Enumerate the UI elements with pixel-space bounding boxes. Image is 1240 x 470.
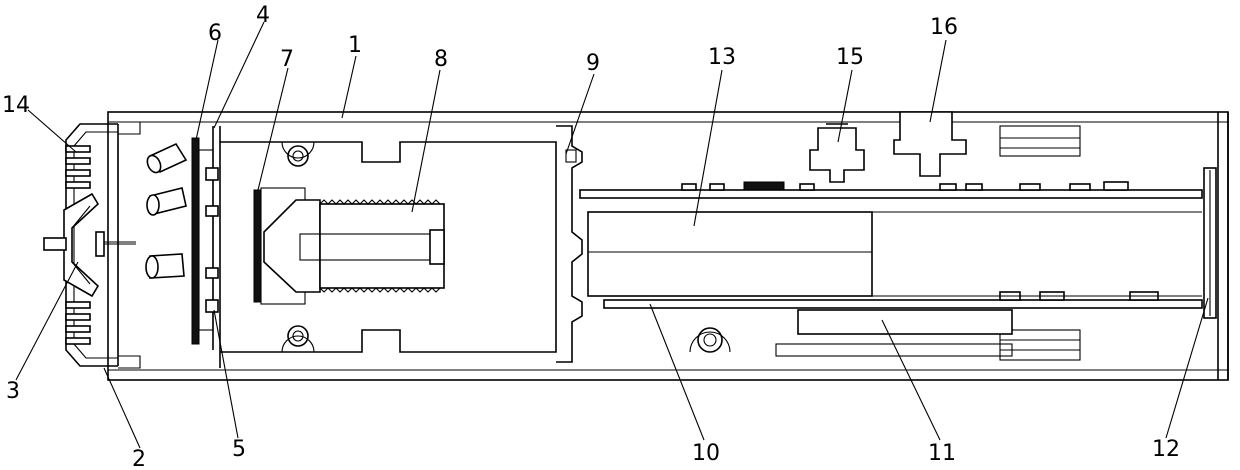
label-16: 16 <box>930 15 958 40</box>
label-10: 10 <box>692 441 720 466</box>
label-6: 6 <box>208 21 222 46</box>
leader-10 <box>650 304 704 440</box>
leader-3 <box>16 262 78 380</box>
threaded-part-8 <box>264 200 444 292</box>
label-2: 2 <box>132 447 146 470</box>
leader-12 <box>1166 298 1208 438</box>
label-4: 4 <box>256 3 270 28</box>
leader-9 <box>566 74 594 154</box>
label-11: 11 <box>928 441 956 466</box>
front-pcb <box>192 126 220 368</box>
led-1 <box>145 144 186 175</box>
component-11 <box>776 310 1012 356</box>
bulkhead-9 <box>556 126 582 362</box>
led-3 <box>146 254 184 278</box>
label-3: 3 <box>6 379 20 404</box>
label-14: 14 <box>2 93 30 118</box>
label-5: 5 <box>232 437 246 462</box>
top-pcb <box>580 182 1202 198</box>
leader-8 <box>412 70 440 212</box>
label-1: 1 <box>348 33 362 58</box>
latch-lever <box>44 194 136 296</box>
right-end-features <box>1000 126 1216 360</box>
leader-13 <box>694 70 722 226</box>
label-15: 15 <box>836 45 864 70</box>
leader-16 <box>930 40 946 122</box>
label-9: 9 <box>586 51 600 76</box>
leader-7 <box>258 68 288 190</box>
label-7: 7 <box>280 47 294 72</box>
led-array <box>145 144 186 278</box>
leader-5 <box>214 310 238 438</box>
label-12: 12 <box>1152 437 1180 462</box>
leader-14 <box>28 110 76 152</box>
label-13: 13 <box>708 45 736 70</box>
lower-boss <box>690 328 730 352</box>
connector-15 <box>810 124 864 182</box>
label-8: 8 <box>434 47 448 72</box>
led-2 <box>147 188 186 215</box>
module-13 <box>588 212 1202 296</box>
leader-6 <box>196 40 218 140</box>
leader-1 <box>342 56 356 118</box>
